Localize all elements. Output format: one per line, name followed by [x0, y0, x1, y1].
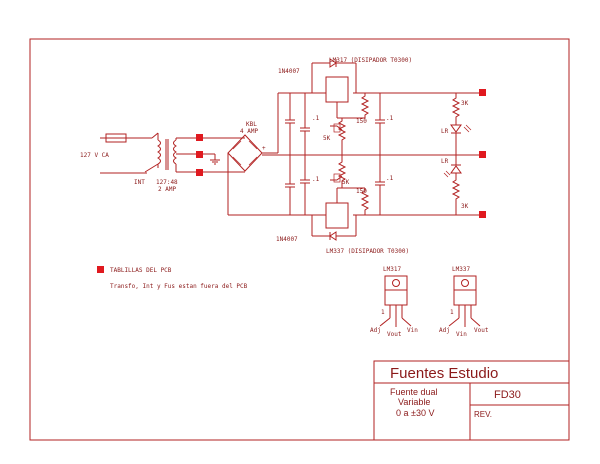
package-lm317-pin2: Vout — [387, 331, 402, 338]
resistor-150-top — [360, 93, 370, 118]
switch-label: INT — [134, 179, 145, 186]
legend-note: Transfo, Int y Fus estan fuera del PCB — [110, 283, 248, 290]
cap-4-label: .1 — [386, 175, 394, 182]
pot-top-label: 5K — [323, 135, 331, 142]
legend-pad-icon — [97, 266, 104, 273]
input-voltage-label: 127 V CA — [80, 152, 109, 159]
title-block-desc2: Variable — [398, 397, 430, 407]
package-lm337-pin-num: 1 — [450, 309, 454, 316]
pcb-pad-out-neg — [479, 211, 486, 218]
package-lm337: LM337 1 Adj Vin Vout — [439, 266, 489, 338]
transformer-ratio-label: 127:48 — [156, 179, 178, 186]
capacitor-4 — [300, 155, 310, 215]
capacitor-6 — [375, 155, 385, 215]
pcb-pad-out-gnd — [479, 151, 486, 158]
pot-bottom-label: 5K — [342, 179, 350, 186]
pot-5k-top — [337, 118, 347, 155]
capacitor-2 — [300, 93, 310, 155]
pcb-pad-ac2 — [196, 169, 203, 176]
regulator-lm317 — [325, 76, 349, 103]
res-3k-bottom-label: 3K — [461, 203, 469, 210]
package-lm317-pin-num: 1 — [381, 309, 385, 316]
capacitor-1 — [285, 93, 295, 155]
title-block-desc3: 0 a ±30 V — [396, 408, 434, 418]
package-lm337-name: LM337 — [452, 266, 470, 273]
bridge-rating-label: 4 AMP — [240, 128, 258, 135]
switch-lever — [144, 163, 159, 173]
cap-2-label: .1 — [312, 176, 320, 183]
title-block-rev: REV. — [474, 410, 492, 419]
pcb-pad-ac1 — [196, 134, 203, 141]
regulator-bottom-label: LM337 (DISIPADOR T0300) — [326, 248, 409, 255]
resistor-3k-top — [451, 93, 461, 125]
res-150-top-label: 150 — [356, 118, 367, 125]
regulator-lm337 — [325, 202, 349, 229]
diode-bottom-label: 1N4007 — [276, 236, 298, 243]
led-bottom-label: LR — [441, 158, 449, 165]
resistor-150-bottom — [360, 188, 370, 215]
title-block-title: Fuentes Estudio — [390, 365, 498, 382]
title-block-code: FD30 — [494, 389, 521, 401]
package-lm317-name: LM317 — [383, 266, 401, 273]
package-lm317-pin3: Vin — [407, 327, 418, 334]
cap-3-label: .1 — [386, 115, 394, 122]
fuse — [105, 133, 127, 143]
bridge-rectifier — [227, 134, 263, 172]
svg-text:+: + — [262, 145, 266, 152]
capacitor-3 — [285, 155, 295, 215]
package-lm337-pin1: Adj — [439, 327, 450, 334]
led-top-label: LR — [441, 128, 449, 135]
package-lm337-pin3: Vout — [474, 327, 489, 334]
package-lm317: LM317 1 Adj Vout Vin — [370, 266, 418, 338]
pcb-pad-out-pos — [479, 89, 486, 96]
legend-pad-label: TABLILLAS DEL PCB — [110, 267, 172, 274]
bridge-name-label: KBL — [246, 121, 257, 128]
led-top-icon — [450, 124, 462, 133]
resistor-3k-bottom — [451, 173, 461, 215]
package-lm317-pin1: Adj — [370, 327, 381, 334]
transformer-current-label: 2 AMP — [158, 186, 176, 193]
res-3k-top-label: 3K — [461, 100, 469, 107]
res-150-bottom-label: 150 — [356, 188, 367, 195]
diode-top-icon — [329, 58, 337, 68]
pot-5k-bottom — [337, 155, 347, 188]
pcb-pad-ct — [196, 151, 203, 158]
diode-bottom-icon — [329, 231, 337, 241]
diode-top-label: 1N4007 — [278, 68, 300, 75]
title-block-desc1: Fuente dual — [390, 387, 438, 397]
regulator-top-label: LM317 (DISIPADOR T0300) — [329, 57, 412, 64]
package-lm337-pin2: Vin — [456, 331, 467, 338]
transformer — [157, 139, 177, 170]
led-bottom-icon — [450, 165, 462, 174]
cap-1-label: .1 — [312, 115, 320, 122]
title-block: Fuentes Estudio Fuente dual Variable 0 a… — [373, 360, 570, 441]
sheet-border — [29, 38, 570, 441]
capacitor-5 — [375, 93, 385, 155]
